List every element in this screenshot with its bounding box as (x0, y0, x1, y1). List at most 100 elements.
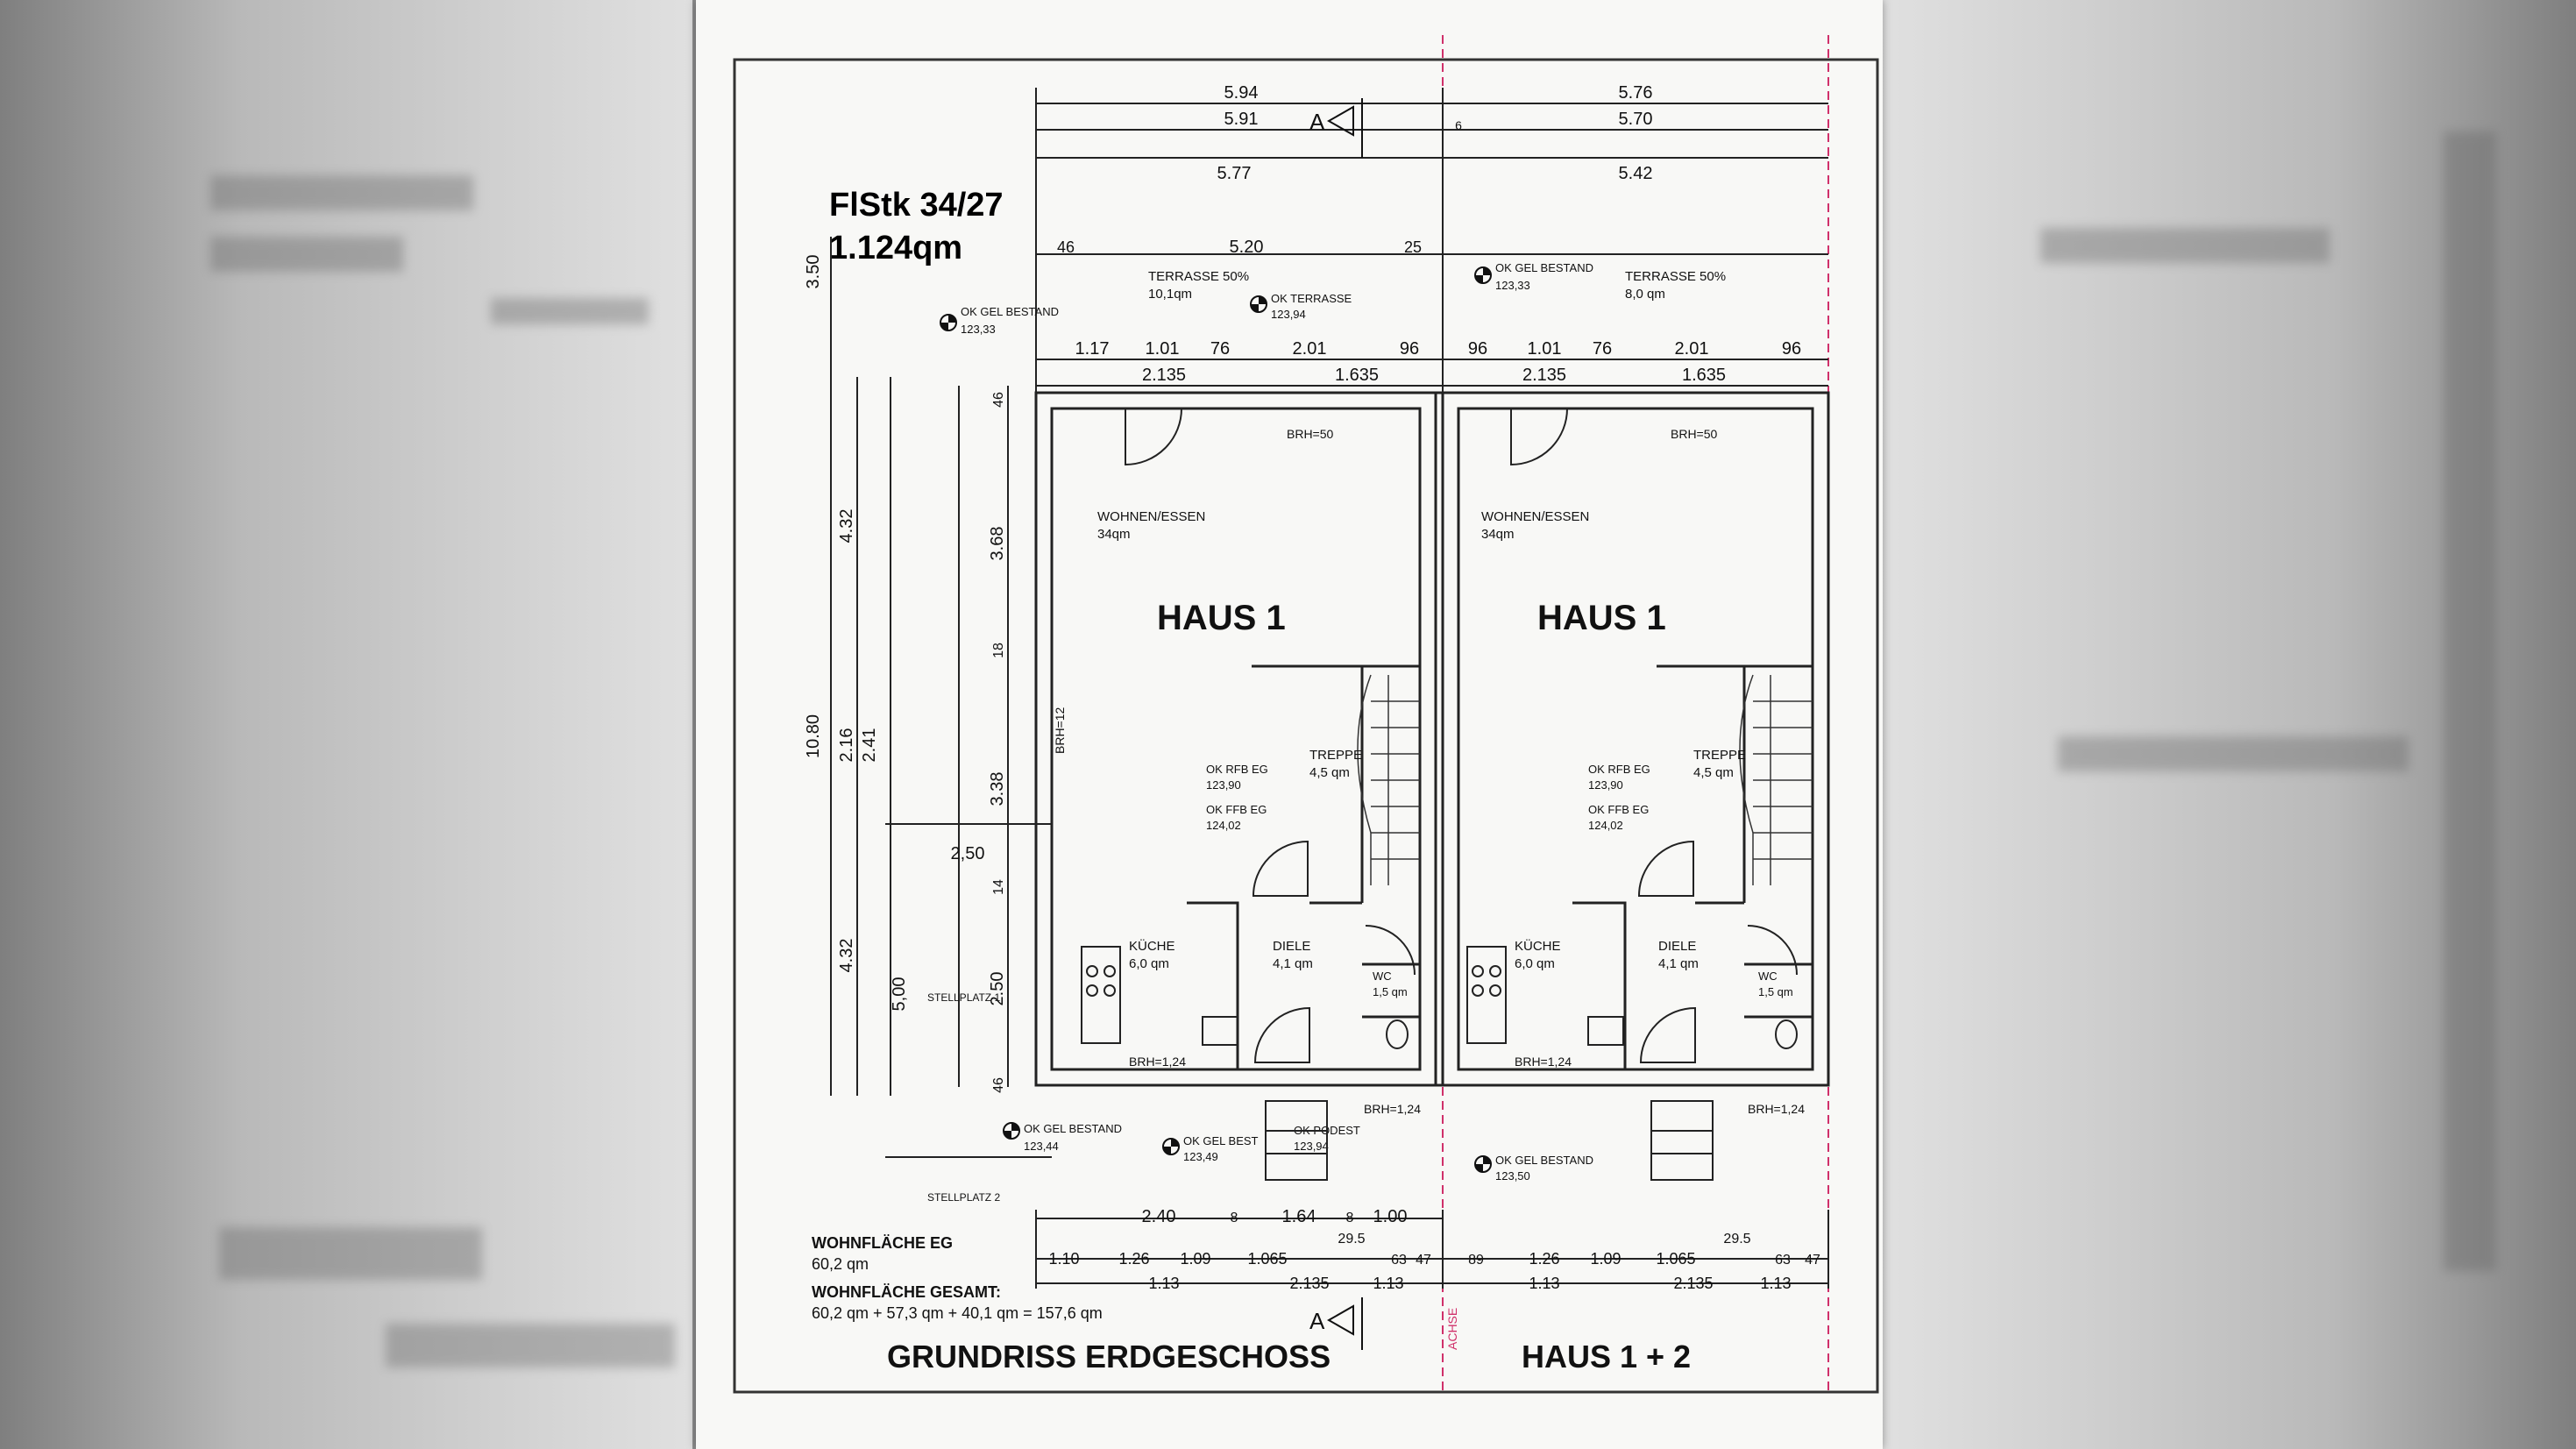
room-kitchen: KÜCHE (1129, 938, 1175, 954)
room-labels: WOHNEN/ESSEN 34qm HAUS 1 TREPPE 4,5 qm K… (1053, 427, 1805, 1116)
dim-bottom-2: 47 (1805, 1253, 1820, 1268)
floor-plan-drawing: FlStk 34/27 1.124qm 5.94 5.76 5.91 6 5.7… (733, 35, 1879, 1394)
dim-bottom-1: 8 (1346, 1211, 1354, 1225)
level-rfb-value: 123,90 (1588, 778, 1623, 792)
dim-bottom-2: 1.065 (1656, 1250, 1695, 1268)
floor-plan-sheet: FlStk 34/27 1.124qm 5.94 5.76 5.91 6 5.7… (696, 0, 1883, 1449)
dim-bottom-2: 1.065 (1247, 1250, 1287, 1268)
level-value: 123,49 (1183, 1150, 1218, 1163)
dim-bottom-1: 2.40 (1142, 1207, 1176, 1226)
dim-left: 4.32 (837, 509, 856, 543)
parking-space-1: STELLPLATZ 1 (927, 991, 1000, 1004)
dim-top-6: 1.635 (1335, 366, 1379, 385)
blurred-background-left (0, 0, 692, 1449)
level-ffb: OK FFB EG (1206, 803, 1267, 816)
level-label: OK GEL BESTAND (961, 305, 1059, 318)
level-rfb-value: 123,90 (1206, 778, 1241, 792)
brh-side: BRH=12 (1053, 707, 1067, 754)
dim-left: 2.41 (860, 728, 879, 763)
dim-top-6: 1.635 (1682, 366, 1726, 385)
bottom-dimension-lines (1035, 1210, 1829, 1289)
dim-top-5: 76 (1593, 339, 1612, 359)
dim-top-1: 5.76 (1619, 83, 1653, 103)
dim-top-4: 25 (1404, 238, 1422, 256)
interior-walls (1187, 664, 1813, 1069)
houses-title: HAUS 1 + 2 (1522, 1339, 1691, 1374)
room-kitchen-area: 6,0 qm (1515, 956, 1555, 971)
dim-top-1: 5.94 (1224, 83, 1259, 103)
house-name: HAUS 1 (1157, 599, 1286, 637)
entrance-steps (1265, 1100, 1714, 1181)
level-label: OK GEL BESTAND (1495, 1154, 1593, 1167)
blurred-text (210, 237, 403, 272)
drawing-frame (733, 58, 1879, 1394)
blurred-text (386, 1324, 675, 1367)
room-hall-area: 4,1 qm (1658, 956, 1699, 971)
brh-bottom-2: BRH=1,24 (1748, 1102, 1805, 1116)
dim-top-3: 5.42 (1619, 164, 1653, 183)
axis-label: ACHSE (1445, 1308, 1459, 1350)
blurred-text (219, 1227, 482, 1280)
parking-length: 5,00 (890, 977, 909, 1012)
dim-left-inner: 46 (991, 1077, 1006, 1093)
room-kitchen-area: 6,0 qm (1129, 956, 1169, 971)
dim-top-2: 5.91 (1224, 110, 1259, 129)
level-ffb-value: 124,02 (1206, 819, 1241, 832)
kitchen-fixtures (1081, 946, 1798, 1049)
dim-top-5: 1.17 (1075, 339, 1110, 359)
dim-bottom-3: 1.13 (1760, 1275, 1791, 1292)
room-wc: WC (1758, 970, 1778, 983)
brh-bottom-2: BRH=1,24 (1364, 1102, 1421, 1116)
level-rfb: OK RFB EG (1206, 763, 1268, 776)
dim-left: 10.80 (804, 714, 823, 758)
dim-left-inner: 3.38 (988, 772, 1007, 806)
blurred-background-right (1883, 0, 2576, 1449)
dim-bottom-2: 1.09 (1180, 1250, 1210, 1268)
dim-top-5: 1.01 (1146, 339, 1180, 359)
dim-bottom-1: 29.5 (1338, 1232, 1365, 1247)
room-wc-area: 1,5 qm (1373, 985, 1408, 998)
blurred-text (491, 298, 649, 324)
dim-bottom-3: 2.135 (1289, 1275, 1329, 1292)
living-area-total-calc: 60,2 qm + 57,3 qm + 40,1 qm = 157,6 qm (812, 1304, 1103, 1322)
room-wc-area: 1,5 qm (1758, 985, 1793, 998)
section-mark-top: A (1309, 109, 1325, 135)
terrace-area: 10,1qm (1148, 287, 1192, 302)
blurred-text (2040, 228, 2330, 263)
room-living: WOHNEN/ESSEN (1481, 509, 1589, 524)
dim-bottom-1: 29.5 (1723, 1232, 1750, 1247)
dim-bottom-2: 1.26 (1118, 1250, 1149, 1268)
level-rfb: OK RFB EG (1588, 763, 1650, 776)
level-label: OK GEL BESTAND (1495, 261, 1593, 274)
brh-bottom: BRH=1,24 (1515, 1055, 1572, 1069)
level-label: OK GEL BESTAND (1024, 1122, 1122, 1135)
staircase (1357, 674, 1813, 885)
dim-top-3: 5.77 (1217, 164, 1252, 183)
level-label: OK TERRASSE (1271, 292, 1352, 305)
room-living-area: 34qm (1481, 527, 1515, 542)
room-stairs: TREPPE (1309, 748, 1362, 763)
level-value: 123,33 (1495, 279, 1530, 292)
brh-top: BRH=50 (1671, 427, 1718, 441)
dim-left: 4.32 (837, 939, 856, 973)
room-stairs-area: 4,5 qm (1309, 765, 1350, 780)
parking-space-2: STELLPLATZ 2 (927, 1191, 1000, 1204)
dim-left-inner: 3.68 (988, 527, 1007, 561)
dim-bottom-2: 1.09 (1590, 1250, 1621, 1268)
blurred-text (2058, 736, 2409, 771)
level-value: 123,44 (1024, 1140, 1059, 1153)
dim-bottom-3: 2.135 (1673, 1275, 1713, 1292)
level-ffb: OK FFB EG (1588, 803, 1649, 816)
section-markers (1326, 98, 1363, 1350)
dim-left-inner: 18 (991, 643, 1006, 658)
level-value: 123,50 (1495, 1169, 1530, 1183)
living-area-eg-value: 60,2 qm (812, 1255, 869, 1273)
dim-top-5: 2.01 (1675, 339, 1709, 359)
dim-bottom-1: 1.64 (1282, 1207, 1316, 1226)
dim-bottom-3: 1.13 (1148, 1275, 1179, 1292)
room-wc: WC (1373, 970, 1392, 983)
dim-top-6: 2.135 (1522, 366, 1566, 385)
room-stairs: TREPPE (1693, 748, 1746, 763)
room-hall: DIELE (1658, 939, 1696, 954)
parking-width: 2,50 (951, 844, 985, 863)
